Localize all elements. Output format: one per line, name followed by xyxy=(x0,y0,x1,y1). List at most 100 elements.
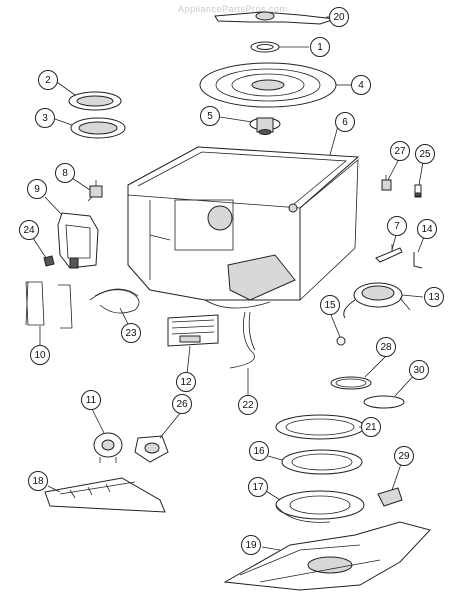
callout-label: 8 xyxy=(62,168,68,179)
callout-circle xyxy=(335,112,355,132)
callout-6[interactable]: 6 xyxy=(335,112,355,132)
sump-seal-part[interactable] xyxy=(275,414,365,440)
callout-circle xyxy=(176,372,196,392)
callout-16[interactable]: 16 xyxy=(249,441,269,461)
callout-label: 28 xyxy=(380,342,392,353)
spray-arm-ring-part[interactable] xyxy=(250,41,280,53)
callout-19[interactable]: 19 xyxy=(241,535,261,555)
base-bracket-part[interactable] xyxy=(44,477,166,513)
upper-spray-arm-part[interactable] xyxy=(214,11,336,25)
callout-14[interactable]: 14 xyxy=(417,219,437,239)
sensor-part[interactable] xyxy=(381,175,392,191)
control-board-part[interactable] xyxy=(167,314,219,347)
valve-part[interactable] xyxy=(87,180,103,202)
callout-4[interactable]: 4 xyxy=(351,75,371,95)
callout-27[interactable]: 27 xyxy=(390,141,410,161)
callout-label: 17 xyxy=(252,482,264,493)
callout-28[interactable]: 28 xyxy=(376,337,396,357)
callout-circle xyxy=(248,477,268,497)
callout-label: 21 xyxy=(365,422,377,433)
fan-motor-part[interactable] xyxy=(93,432,123,463)
callout-29[interactable]: 29 xyxy=(394,446,414,466)
callout-circle xyxy=(238,395,258,415)
callout-24[interactable]: 24 xyxy=(19,220,39,240)
callout-label: 20 xyxy=(333,12,345,23)
wire-harness-small-part[interactable] xyxy=(89,288,140,314)
callout-label: 4 xyxy=(358,80,364,91)
callout-circle xyxy=(249,441,269,461)
callout-label: 27 xyxy=(394,146,406,157)
callout-circle xyxy=(376,337,396,357)
callout-circle xyxy=(409,360,429,380)
callout-circle xyxy=(310,37,330,57)
callout-circle xyxy=(417,219,437,239)
callout-18[interactable]: 18 xyxy=(28,471,48,491)
callout-9[interactable]: 9 xyxy=(27,179,47,199)
o-ring-part[interactable] xyxy=(336,336,346,346)
callout-26[interactable]: 26 xyxy=(172,394,192,414)
ring-part[interactable] xyxy=(363,395,405,409)
tub-part[interactable] xyxy=(127,146,360,309)
callout-21[interactable]: 21 xyxy=(361,417,381,437)
fitting-part[interactable] xyxy=(43,255,55,267)
watermark: AppliancePartsPros.com xyxy=(178,4,288,14)
filter-ring-part[interactable] xyxy=(281,449,363,475)
pump-housing-part[interactable] xyxy=(57,212,99,269)
callout-label: 13 xyxy=(428,292,440,303)
callout-25[interactable]: 25 xyxy=(415,144,435,164)
chopper-assembly-part[interactable] xyxy=(249,117,281,135)
ring-seal-part[interactable] xyxy=(330,376,372,390)
callout-circle xyxy=(27,179,47,199)
callout-circle xyxy=(387,216,407,236)
callout-10[interactable]: 10 xyxy=(30,345,50,365)
frame-bracket-part[interactable] xyxy=(25,281,73,329)
hook-part[interactable] xyxy=(413,252,423,269)
callout-circle xyxy=(424,287,444,307)
callout-15[interactable]: 15 xyxy=(320,295,340,315)
callout-label: 7 xyxy=(394,221,400,232)
callout-17[interactable]: 17 xyxy=(248,477,268,497)
callout-circle xyxy=(361,417,381,437)
callout-1[interactable]: 1 xyxy=(310,37,330,57)
callout-7[interactable]: 7 xyxy=(387,216,407,236)
callout-label: 3 xyxy=(42,113,48,124)
callout-circle xyxy=(28,471,48,491)
pump-motor-part[interactable] xyxy=(343,282,411,319)
filter-plate-part[interactable] xyxy=(199,62,337,108)
gasket-part[interactable] xyxy=(70,117,126,139)
callout-12[interactable]: 12 xyxy=(176,372,196,392)
drain-pump-part[interactable] xyxy=(134,435,169,463)
callout-circle xyxy=(38,70,58,90)
callout-circle xyxy=(81,390,101,410)
clip-part[interactable] xyxy=(414,184,422,198)
bracket-part[interactable] xyxy=(375,244,403,263)
callout-circle xyxy=(121,323,141,343)
base-sump-part[interactable] xyxy=(223,521,431,591)
latch-part[interactable] xyxy=(377,487,403,507)
callout-23[interactable]: 23 xyxy=(121,323,141,343)
callout-circle xyxy=(35,108,55,128)
callout-circle xyxy=(172,394,192,414)
callout-11[interactable]: 11 xyxy=(81,390,101,410)
callout-circle xyxy=(394,446,414,466)
callout-label: 23 xyxy=(125,328,137,339)
filter-assembly-part[interactable] xyxy=(275,490,365,523)
callout-5[interactable]: 5 xyxy=(200,106,220,126)
callout-label: 9 xyxy=(34,184,40,195)
callout-20[interactable]: 20 xyxy=(329,7,349,27)
seal-ring-part[interactable] xyxy=(68,91,122,111)
wire-harness-long-part[interactable] xyxy=(229,311,256,369)
callout-label: 18 xyxy=(32,476,44,487)
callout-circle xyxy=(241,535,261,555)
callout-circle xyxy=(320,295,340,315)
callout-2[interactable]: 2 xyxy=(38,70,58,90)
callout-22[interactable]: 22 xyxy=(238,395,258,415)
callout-label: 1 xyxy=(317,42,323,53)
callout-8[interactable]: 8 xyxy=(55,163,75,183)
callout-3[interactable]: 3 xyxy=(35,108,55,128)
callout-30[interactable]: 30 xyxy=(409,360,429,380)
callout-13[interactable]: 13 xyxy=(424,287,444,307)
callout-label: 2 xyxy=(45,75,51,86)
